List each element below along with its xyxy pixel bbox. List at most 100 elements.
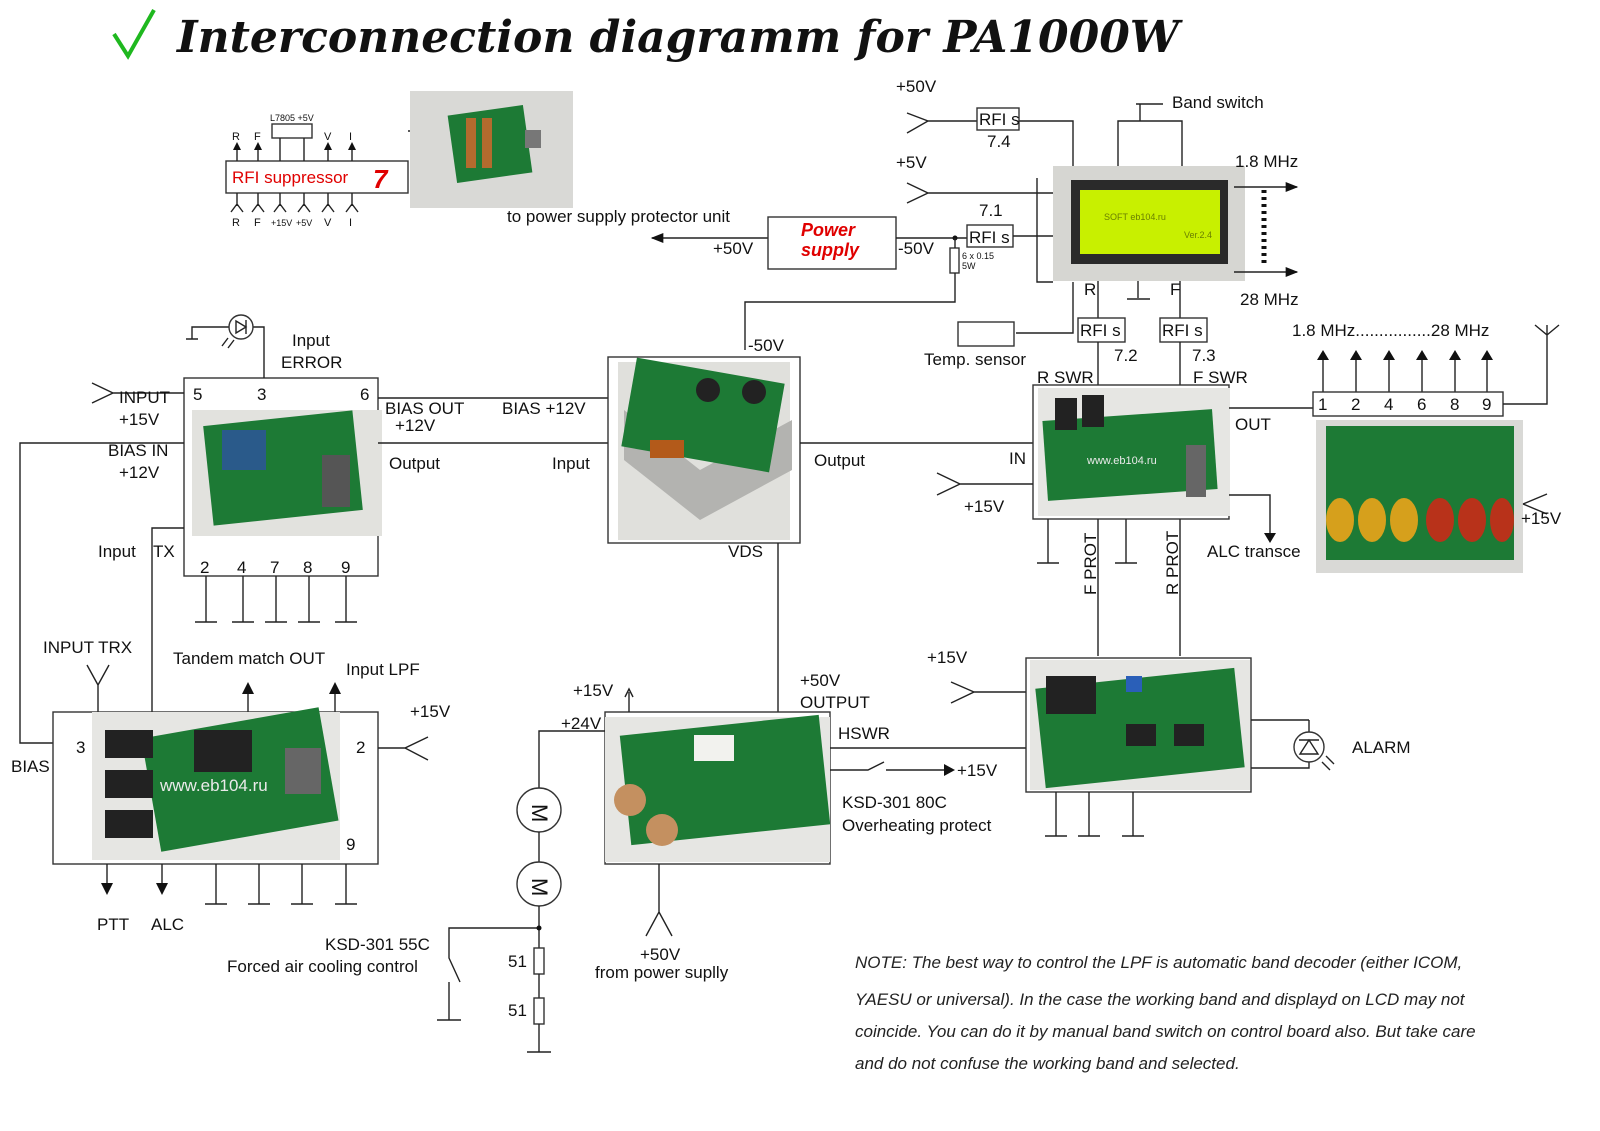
lpf-freq-range: 1.8 MHz................28 MHz: [1292, 321, 1489, 340]
lpf-pin-2: 2: [1351, 395, 1360, 414]
rfi-top-pin-i: I: [349, 131, 352, 143]
lcd-display: SOFT eb104.ru Ver.2.4: [1053, 166, 1245, 281]
bias-out-line1: BIAS OUT: [385, 399, 464, 418]
rfi-bot-pin-5v: +5V: [296, 218, 312, 228]
rfi-bot-pin-f: F: [254, 217, 261, 229]
ptt-label: PTT: [97, 915, 129, 934]
r-prot-label: R PROT: [1163, 531, 1182, 595]
input-error-line1: Input: [292, 331, 330, 350]
bias-pin-6: 6: [360, 385, 369, 404]
power-control-block: +15V +24V +50V OUTPUT HSWR +15V KSD-301 …: [538, 671, 1026, 982]
r-label: R: [1084, 280, 1096, 299]
bias-pin-5: 5: [193, 385, 202, 404]
pa-minus50-label: -50V: [748, 336, 785, 355]
tr-plus50-label: +50V: [896, 77, 937, 96]
lpf-block: 1.8 MHz................28 MHz 1 2 4 6 8 …: [1292, 321, 1562, 573]
from-ps-line1: +50V: [640, 945, 681, 964]
freq-18-label: 1.8 MHz: [1235, 152, 1298, 171]
swr-out-label: OUT: [1235, 415, 1271, 434]
pc-plus15-label: +15V: [573, 681, 614, 700]
swr-watermark: www.eb104.ru: [1086, 455, 1157, 467]
lpf-pin-6: 6: [1417, 395, 1426, 414]
freq-28-label: 28 MHz: [1240, 290, 1299, 309]
pa-vds-label: VDS: [728, 542, 763, 561]
rfi-71-label: RFI s: [969, 228, 1010, 247]
r1-label: 51: [508, 952, 527, 971]
ps-plus50-label: +50V: [713, 239, 754, 258]
pc-plus24-label: +24V: [561, 714, 602, 733]
note-block: NOTE: The best way to control the LPF is…: [855, 953, 1476, 1073]
to-protector-label: to power supply protector unit: [507, 207, 730, 226]
f-label: F: [1170, 280, 1180, 299]
power-supply-block: to power supply protector unit +50V Powe…: [507, 207, 994, 350]
control-board-block: +50V RFI s 7.4 +5V 7.1 RFI s Band switch…: [896, 77, 1299, 385]
alarm-led-icon: [1321, 755, 1335, 771]
note-line-1: NOTE: The best way to control the LPF is…: [855, 953, 1462, 972]
pa-input-label: Input: [552, 454, 590, 473]
lcd-line1: SOFT eb104.ru: [1104, 212, 1166, 222]
ps-minus50-label: -50V: [898, 239, 935, 258]
input-trx-label: INPUT TRX: [43, 638, 132, 657]
rfi-74-num: 7.4: [987, 132, 1011, 151]
input-pin-2: 2: [356, 738, 365, 757]
rfi-suppressor-block: RFI suppressor 7 L7805 +5V R F V I R F +…: [225, 91, 573, 229]
regulator-label: L7805 +5V: [270, 113, 314, 123]
fan2-motor-label: M: [527, 878, 552, 896]
shunt-value: 6 x 0.15: [962, 251, 994, 261]
alarm-label: ALARM: [1352, 738, 1411, 757]
rfi-bot-pin-v: V: [324, 217, 332, 229]
ksd80-label: KSD-301 80C: [842, 793, 947, 812]
bias-input-line1: INPUT: [119, 388, 170, 407]
rfi-suppressor-photo: [410, 91, 573, 208]
input-board-block: INPUT TRX Tandem match OUT Input LPF www…: [11, 638, 451, 934]
input-pin-9: 9: [346, 835, 355, 854]
bias-in-line2: +12V: [119, 463, 160, 482]
alc-label: ALC: [151, 915, 184, 934]
led-icon: [221, 337, 235, 349]
from-ps-line2: from power suplly: [595, 963, 729, 982]
input-bias-label: BIAS: [11, 757, 50, 776]
note-line-4: and do not confuse the working band and …: [855, 1054, 1240, 1073]
pa-output-label: Output: [814, 451, 865, 470]
pa-bias-label: BIAS +12V: [502, 399, 586, 418]
tandem-label: Tandem match OUT: [173, 649, 325, 668]
bias-input-tx-label: Input: [98, 542, 136, 561]
temp-sensor-label: Temp. sensor: [924, 350, 1026, 369]
f-prot-label: F PROT: [1081, 533, 1100, 595]
rfi-71-num: 7.1: [979, 201, 1003, 220]
fan1-motor-label: M: [527, 804, 552, 822]
tr-plus5-label: +5V: [896, 153, 927, 172]
bias-pin-7: 7: [270, 558, 279, 577]
bias-pin-4: 4: [237, 558, 246, 577]
alarm-plus15-label: +15V: [927, 648, 968, 667]
rfi-72-label: RFI s: [1080, 321, 1121, 340]
r-swr-label: R SWR: [1037, 368, 1094, 387]
input-board-watermark: www.eb104.ru: [159, 776, 268, 795]
shunt-power: 5W: [962, 261, 976, 271]
checkmark-icon: [112, 9, 156, 60]
overheat-label: Overheating protect: [842, 816, 992, 835]
rfi-73-label: RFI s: [1162, 321, 1203, 340]
input-error-line2: ERROR: [281, 353, 342, 372]
swr-plus15-label: +15V: [964, 497, 1005, 516]
lpf-plus15-label: +15V: [1521, 509, 1562, 528]
cooling-block: M M KSD-301 55C Forced air cooling contr…: [227, 787, 562, 1053]
pa-module-block: -50V BIAS +12V Input Output VDS: [502, 336, 1033, 712]
note-line-3: coincide. You can do it by manual band s…: [855, 1022, 1476, 1041]
rfi-top-pin-f: F: [254, 131, 261, 143]
alc-transc-label: ALC transce: [1207, 542, 1301, 561]
ps-label-line2: supply: [801, 240, 860, 260]
band-switch-label: Band switch: [1172, 93, 1264, 112]
r2-label: 51: [508, 1001, 527, 1020]
bias-pin-2: 2: [200, 558, 209, 577]
antenna-icon: [1503, 324, 1560, 405]
rfi-bot-pin-i: I: [349, 217, 352, 229]
pc-50v-line1: +50V: [800, 671, 841, 690]
ksd55-label: KSD-301 55C: [325, 935, 430, 954]
rfi-top-pin-r: R: [232, 131, 240, 143]
lpf-pin-4: 4: [1384, 395, 1393, 414]
alarm-board-block: +15V ALARM: [927, 648, 1411, 837]
rfi-bot-pin-15v: +15V: [271, 218, 292, 228]
bias-pin-3: 3: [257, 385, 266, 404]
